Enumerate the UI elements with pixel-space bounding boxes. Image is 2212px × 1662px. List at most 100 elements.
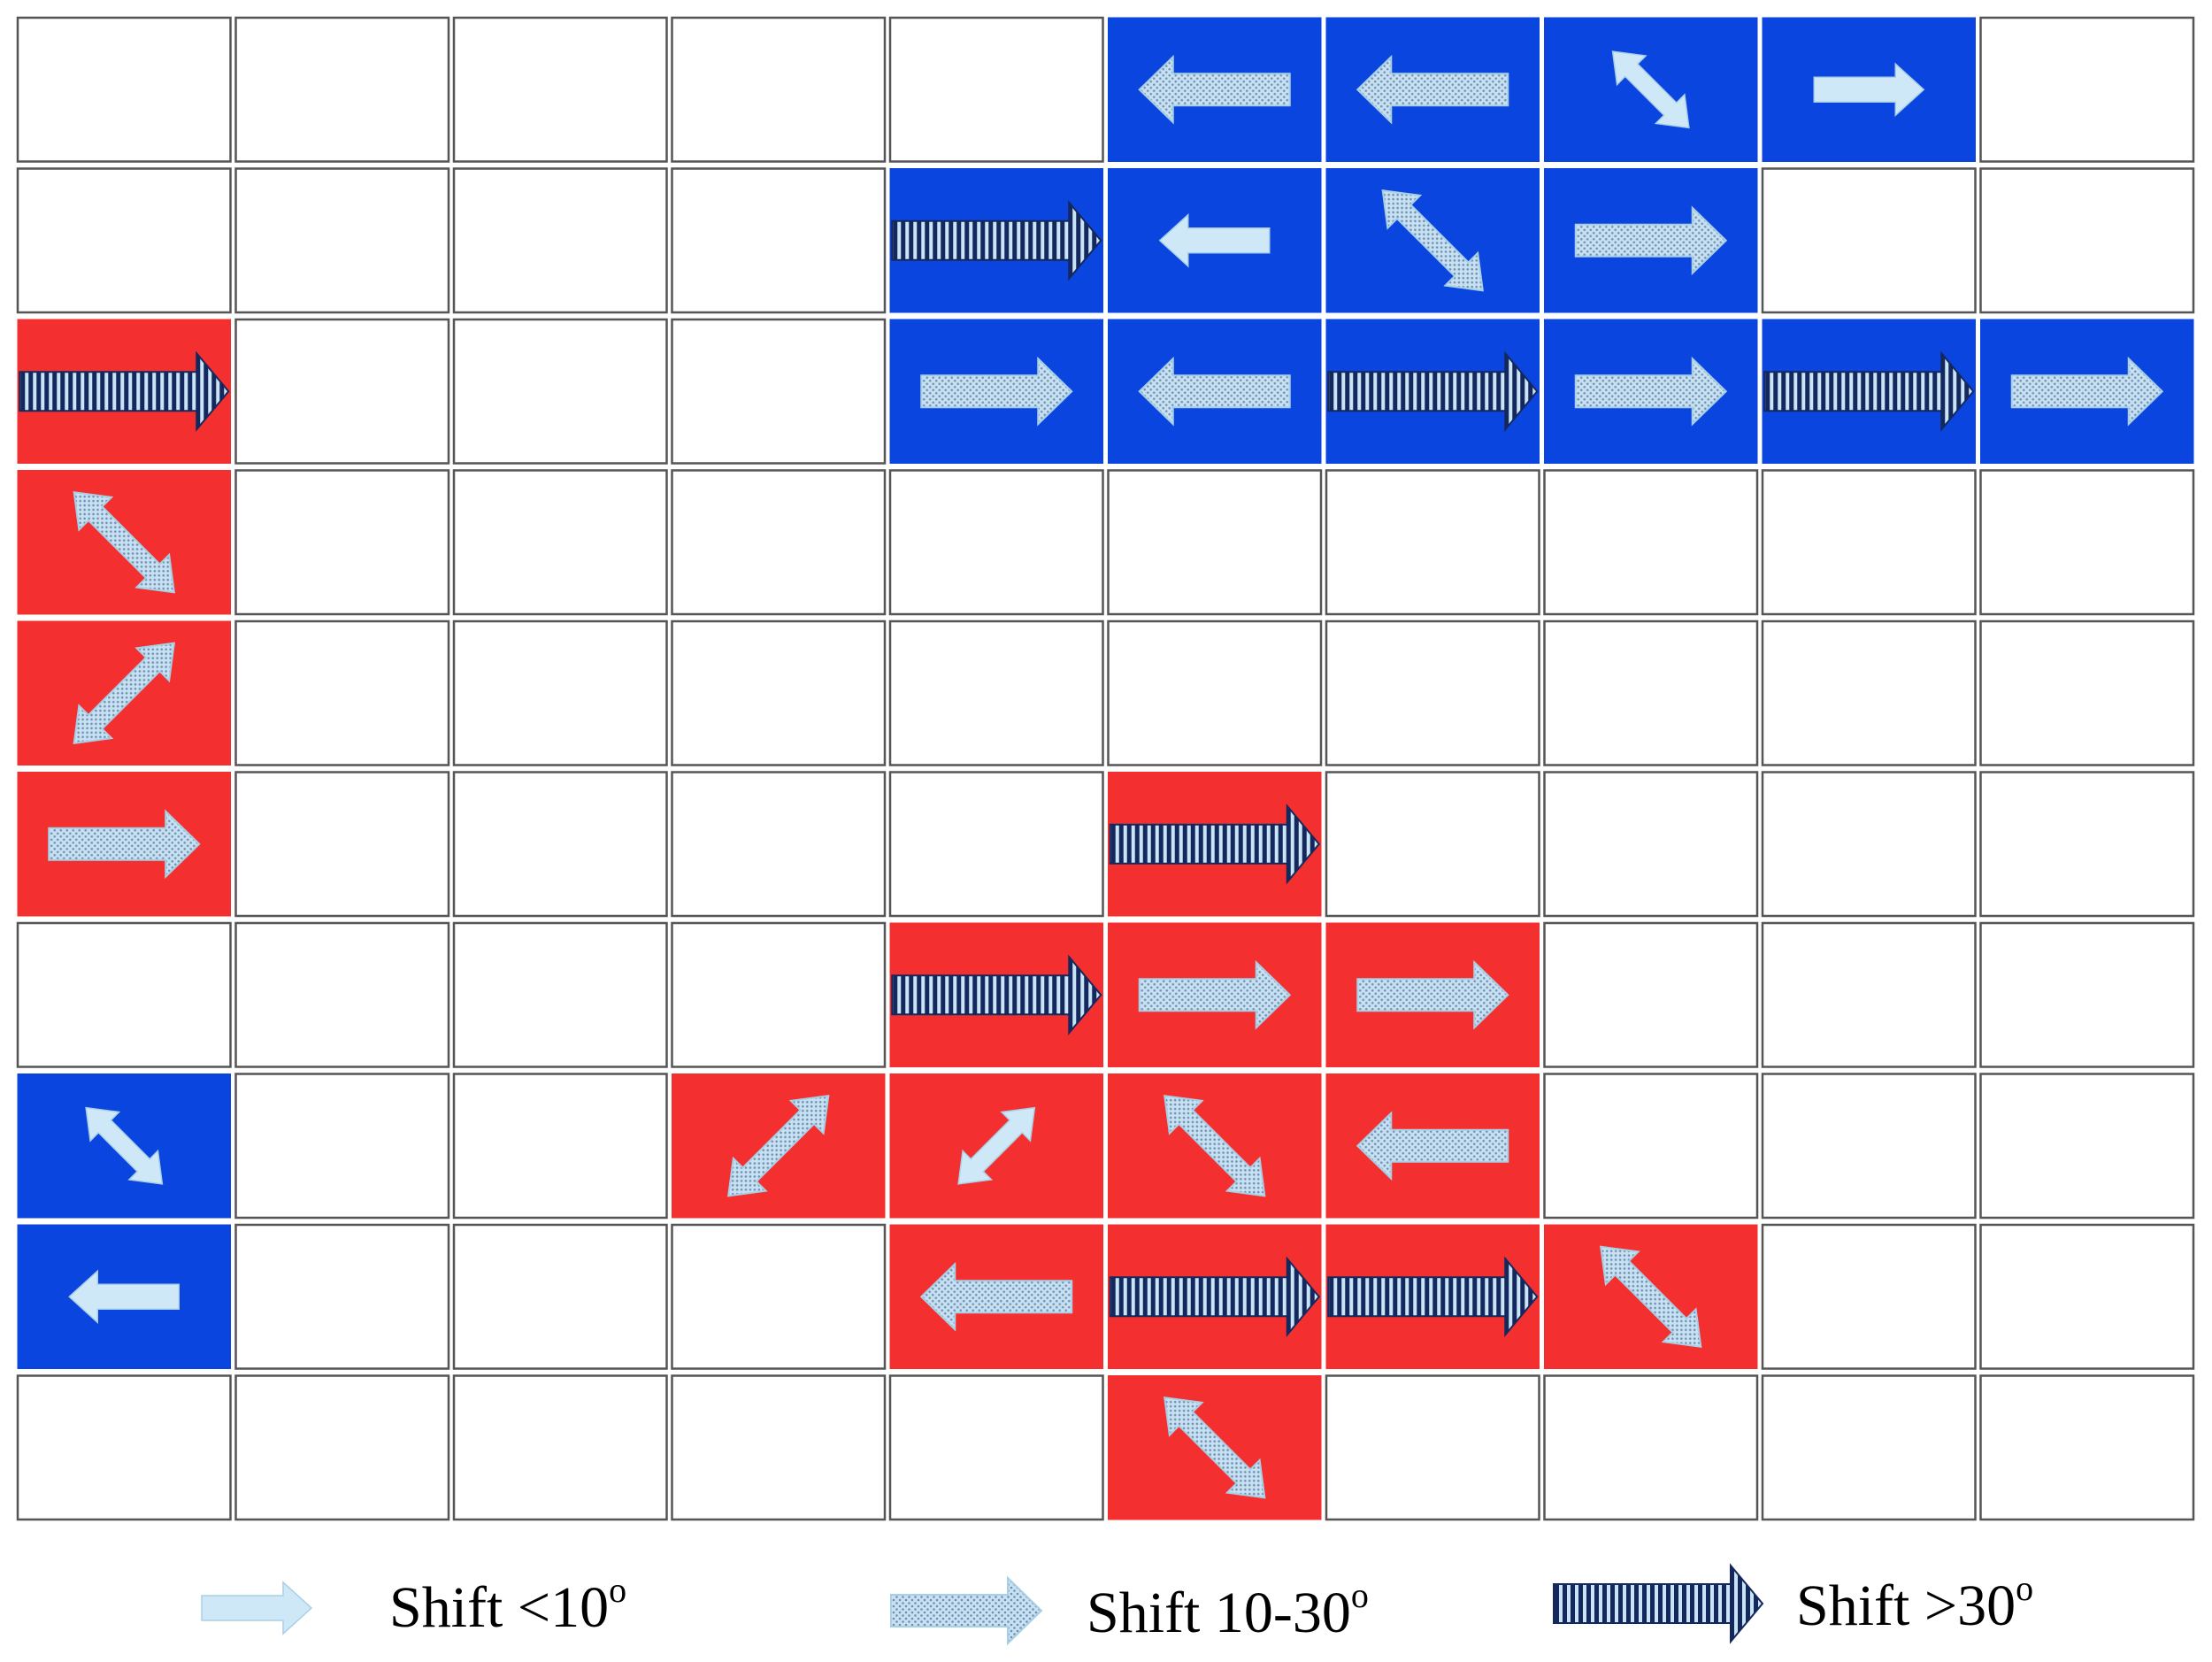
grid-cell-empty — [1979, 921, 2195, 1068]
grid-cell-empty — [234, 167, 450, 314]
grid-cell-empty — [888, 619, 1104, 766]
grid-cell-empty — [888, 16, 1104, 163]
grid-cell-empty — [1761, 921, 1977, 1068]
grid-cell-empty — [452, 1073, 668, 1220]
grid-cell-empty — [888, 1374, 1104, 1521]
grid-cell-empty — [234, 16, 450, 163]
grid-cell-empty — [452, 619, 668, 766]
legend-item-shift-mid: Shift 10-30o — [890, 1575, 1369, 1646]
double-arrow-diagonal-nwse-icon — [85, 1106, 164, 1185]
grid-cell-empty — [1543, 1073, 1759, 1220]
double-arrow-diagonal-nesw-icon — [957, 1106, 1036, 1185]
grid-cell-empty — [671, 469, 887, 616]
grid-cell-empty — [1761, 1374, 1977, 1521]
double-arrow-diagonal-nwse-icon — [73, 491, 175, 594]
grid-cell-empty — [452, 771, 668, 918]
arrow-right-icon — [1327, 1256, 1539, 1338]
arrow-left-icon — [1138, 54, 1291, 125]
arrow-right-icon — [891, 954, 1102, 1036]
grid-cell-empty — [1543, 1374, 1759, 1521]
grid-cell-empty — [1543, 771, 1759, 918]
grid-cell-empty — [234, 318, 450, 465]
grid-cell-empty — [1979, 167, 2195, 314]
arrow-left-icon — [68, 1269, 180, 1324]
arrow-right-icon — [19, 350, 230, 433]
grid-cell-empty — [671, 318, 887, 465]
double-arrow-diagonal-nesw-icon — [727, 1095, 830, 1197]
grid-cell-empty — [671, 1374, 887, 1521]
arrow-right-icon — [1327, 350, 1539, 433]
grid-cell-empty — [16, 1374, 232, 1521]
arrow-left-icon — [919, 1261, 1073, 1332]
grid-cell-empty — [671, 619, 887, 766]
legend-label-high: Shift >30o — [1796, 1568, 2033, 1638]
grid-cell-empty — [452, 1374, 668, 1521]
legend-label-low: Shift <10o — [389, 1570, 626, 1640]
grid-cell-empty — [234, 921, 450, 1068]
grid-cell-red — [1544, 1224, 1758, 1369]
arrow-right-icon — [1138, 959, 1292, 1030]
grid-cell-empty — [234, 1073, 450, 1220]
grid-cell-empty — [1761, 771, 1977, 918]
grid-cell-empty — [1325, 619, 1540, 766]
grid-cell-empty — [452, 318, 668, 465]
grid-cell-empty — [1979, 469, 2195, 616]
grid-arrows — [19, 50, 2164, 1499]
grid-cell-empty — [16, 921, 232, 1068]
grid-cell-empty — [1979, 16, 2195, 163]
grid-cell-empty — [1543, 469, 1759, 616]
grid-cell-empty — [671, 921, 887, 1068]
arrow-right-icon — [1574, 356, 1728, 427]
arrow-right-icon — [1109, 1256, 1321, 1338]
double-arrow-diagonal-nwse-icon — [1164, 1095, 1266, 1197]
legend-dotted-arrow-icon — [890, 1575, 1043, 1646]
arrow-right-icon — [1553, 1563, 1764, 1644]
grid-cell-empty — [1543, 921, 1759, 1068]
arrow-left-icon — [1138, 356, 1291, 427]
grid-cell-empty — [1761, 1073, 1977, 1220]
grid-cell-empty — [234, 619, 450, 766]
double-arrow-diagonal-nwse-icon — [1600, 1245, 1702, 1348]
grid-cell-empty — [671, 16, 887, 163]
grid-cell-empty — [671, 167, 887, 314]
arrow-right-icon — [1356, 959, 1509, 1030]
grid-cell-empty — [234, 1374, 450, 1521]
grid-cell-empty — [234, 771, 450, 918]
grid-cell-empty — [1325, 771, 1540, 918]
grid-cell-empty — [1325, 469, 1540, 616]
grid-cell-empty — [1761, 167, 1977, 314]
double-arrow-diagonal-nwse-icon — [1381, 189, 1484, 292]
legend-striped-arrow-icon — [1553, 1563, 1764, 1644]
grid-cell-empty — [452, 1223, 668, 1370]
grid-cell-empty — [452, 921, 668, 1068]
arrow-left-icon — [1356, 1111, 1509, 1181]
grid-cell-empty — [1979, 1223, 2195, 1370]
grid-cell-empty — [1979, 771, 2195, 918]
grid-cell-empty — [888, 469, 1104, 616]
double-arrow-diagonal-nesw-icon — [73, 642, 175, 744]
grid-cell-empty — [888, 771, 1104, 918]
grid-cell-empty — [1325, 1374, 1540, 1521]
grid-cell-empty — [1761, 469, 1977, 616]
double-arrow-diagonal-nwse-icon — [1611, 50, 1690, 129]
grid-cell-empty — [1107, 619, 1323, 766]
arrow-right-icon — [48, 809, 201, 880]
arrow-right-icon — [1813, 62, 1925, 117]
legend: Shift <10o Shift 10-30o Shift >30o — [201, 1563, 2033, 1646]
grid-cell-empty — [1979, 1073, 2195, 1220]
arrow-right-icon — [890, 1575, 1043, 1646]
grid-cell-empty — [1979, 619, 2195, 766]
legend-item-shift-low: Shift <10o — [201, 1570, 626, 1640]
arrow-left-icon — [1158, 213, 1271, 268]
grid-cell-empty — [234, 469, 450, 616]
grid-cell-empty — [16, 167, 232, 314]
legend-light-arrow-icon — [201, 1581, 313, 1635]
grid-cell-empty — [1107, 469, 1323, 616]
grid-cell-empty — [1761, 1223, 1977, 1370]
grid-cell-empty — [452, 469, 668, 616]
grid-cell-empty — [1761, 619, 1977, 766]
arrow-left-icon — [1356, 54, 1509, 125]
grid-cell-empty — [234, 1223, 450, 1370]
grid-cell-empty — [452, 16, 668, 163]
